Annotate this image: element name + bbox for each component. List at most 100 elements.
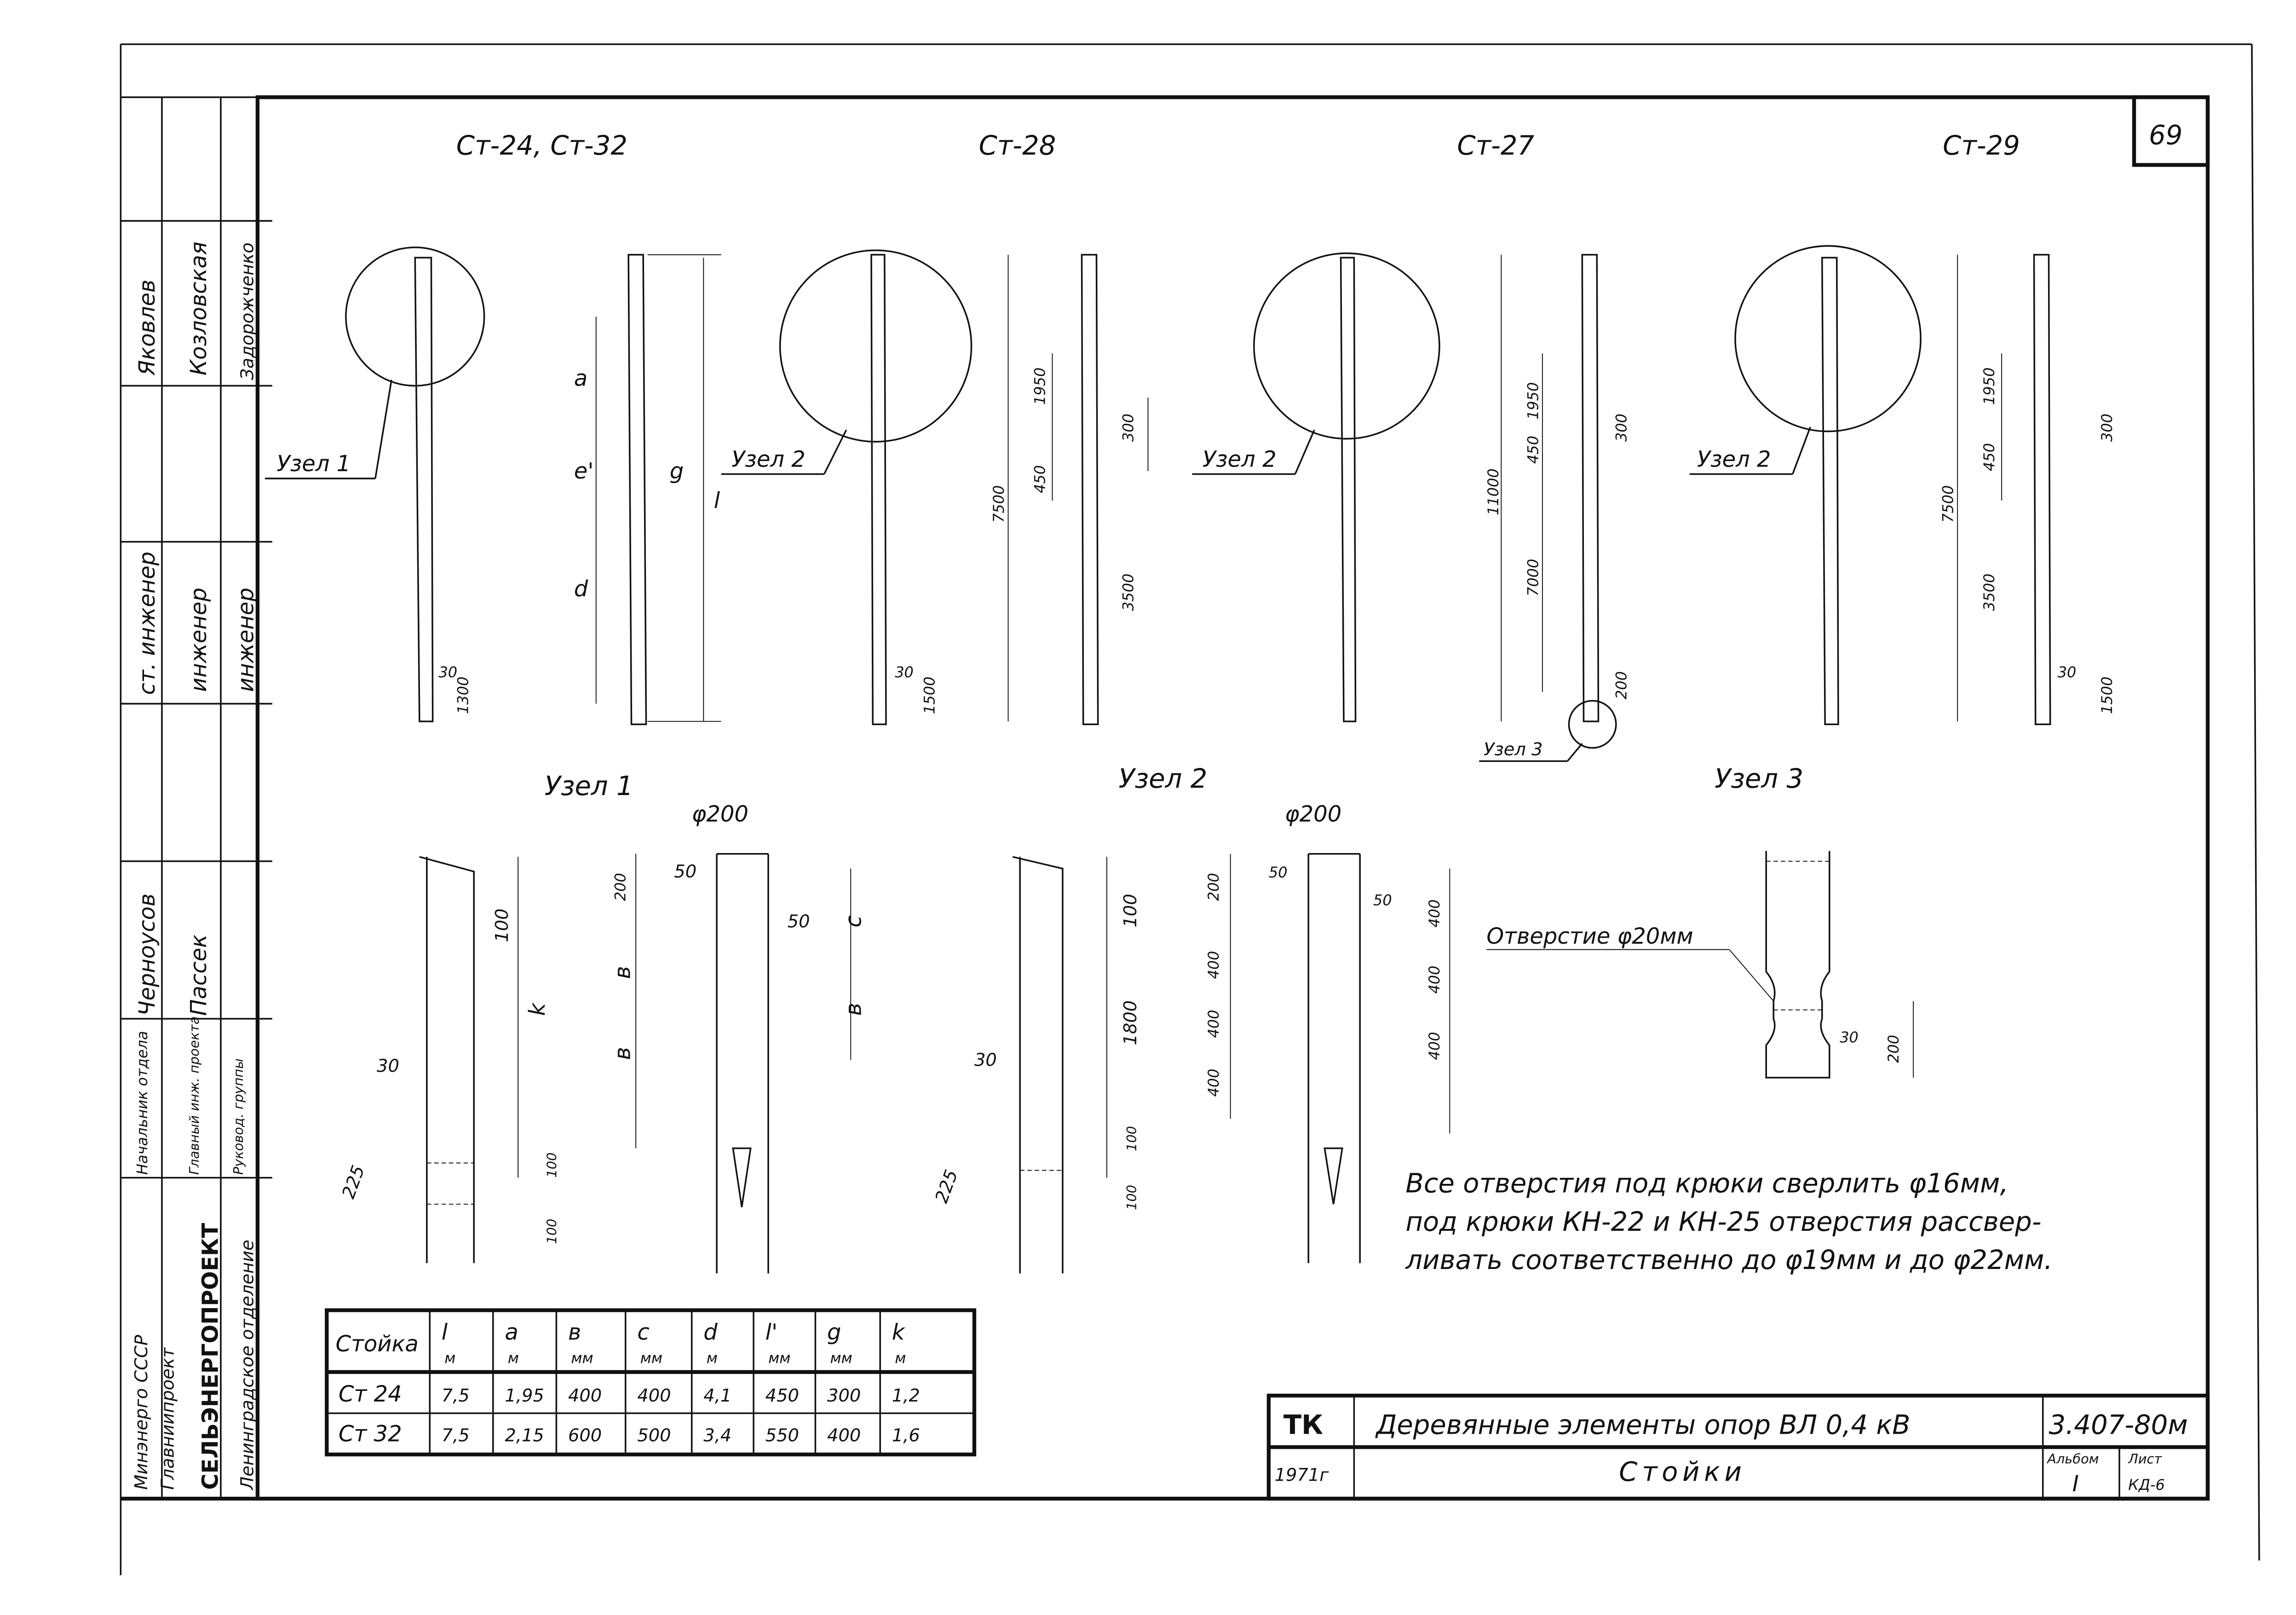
dim-label: 225 bbox=[931, 1167, 962, 1205]
dim-label: 30 bbox=[1840, 1028, 1859, 1046]
diameter-label: φ200 bbox=[692, 801, 748, 827]
detail-title: Узел 2 bbox=[1119, 763, 1208, 794]
dim-label: 1950 bbox=[1031, 368, 1049, 405]
pole-title: Ст-24, Ст-32 bbox=[456, 130, 627, 161]
sheet-number-box: 69 bbox=[2132, 95, 2210, 167]
node-callout: Узел 2 bbox=[1203, 446, 1277, 472]
pole-st27-front: Узел 2 bbox=[1192, 252, 1440, 722]
table-cell: 2,15 bbox=[505, 1425, 544, 1446]
dim-label: 100 bbox=[544, 1219, 559, 1244]
dim-label: k bbox=[524, 1002, 550, 1016]
title-year: 1971г bbox=[1275, 1465, 1329, 1486]
pole-st28-front: Узел 2 30 1500 bbox=[721, 249, 972, 725]
dim-label: 400 bbox=[1426, 966, 1443, 994]
dim-label: 3500 bbox=[1120, 573, 1137, 611]
drawing-title: Деревянные элементы опор ВЛ 0,4 кВ bbox=[1375, 1409, 1910, 1440]
table-cell: 3,4 bbox=[703, 1425, 731, 1446]
dim-label: 50 bbox=[1269, 864, 1288, 881]
table-header: l bbox=[442, 1320, 448, 1345]
pole-st24-front: Узел 1 bbox=[265, 246, 485, 722]
dim-label: 30 bbox=[974, 1050, 997, 1070]
table-cell: 400 bbox=[568, 1385, 602, 1406]
pole-st29-front: Узел 2 bbox=[1689, 245, 1922, 725]
dim-label: 300 bbox=[2098, 414, 2116, 442]
dim-label: 7500 bbox=[990, 485, 1007, 523]
dim-label: 50 bbox=[674, 861, 696, 882]
dim-label: 1500 bbox=[921, 676, 938, 714]
pole-st27-side: Узел 3 11000 1950 450 300 7000 200 bbox=[1479, 254, 1630, 762]
dim-label: 100 bbox=[544, 1153, 559, 1178]
table-header-unit: м bbox=[444, 1350, 455, 1367]
dim-label: 30 bbox=[377, 1056, 399, 1076]
table-header-unit: м bbox=[508, 1350, 519, 1367]
sheet-label: Лист bbox=[2128, 1451, 2162, 1466]
stamp-role: Главный инж. проекта bbox=[186, 1016, 202, 1175]
dim-label: 100 bbox=[1124, 1126, 1139, 1151]
table-header: c bbox=[637, 1320, 649, 1345]
dim-label: 200 bbox=[1885, 1035, 1902, 1063]
dim-label: в bbox=[610, 1047, 635, 1060]
stamp-role: инженер bbox=[186, 588, 212, 692]
dim-label: в bbox=[841, 1003, 867, 1015]
dim-label: 1500 bbox=[2098, 676, 2116, 714]
table-cell: 400 bbox=[637, 1385, 671, 1406]
dim-label: 30 bbox=[2058, 663, 2077, 681]
table-cell: 7,5 bbox=[442, 1425, 470, 1446]
dim-label: 300 bbox=[1120, 414, 1137, 442]
table-cell: 1,2 bbox=[892, 1385, 920, 1406]
detail-node3: Узел 3 Отверстие φ20мм 30 200 bbox=[1486, 763, 1914, 1079]
table-header: Стойка bbox=[335, 1331, 418, 1357]
dim-label: 50 bbox=[788, 911, 810, 932]
dim-label: 50 bbox=[1373, 892, 1392, 909]
stamp-name: Задорожченко bbox=[237, 242, 258, 380]
note-line: под крюки КН-22 и КН-25 отверстия рассве… bbox=[1405, 1206, 2041, 1237]
detail-title: Узел 3 bbox=[1715, 763, 1803, 794]
pole-st29-side: 7500 1950 450 300 3500 30 1500 bbox=[1939, 254, 2116, 725]
node-callout: Узел 1 bbox=[276, 451, 351, 477]
pole-title: Ст-28 bbox=[979, 130, 1056, 161]
table-header: d bbox=[703, 1320, 718, 1345]
table-cell: 550 bbox=[765, 1425, 799, 1446]
dim-label: 400 bbox=[1426, 900, 1443, 928]
stamp-name: Яковлев bbox=[134, 280, 160, 376]
dim-label: 3500 bbox=[1980, 573, 1998, 611]
pole-title: Ст-29 bbox=[1943, 130, 2020, 161]
table-cell: 400 bbox=[827, 1425, 861, 1446]
dim-label: e' bbox=[574, 458, 594, 484]
sheet-value: КД-6 bbox=[2128, 1476, 2165, 1494]
dim-label: 30 bbox=[438, 663, 457, 681]
table-header-unit: м bbox=[707, 1350, 718, 1367]
title-block: ТК 1971г Деревянные элементы опор ВЛ 0,4… bbox=[1266, 1393, 2210, 1501]
table-header: g bbox=[827, 1320, 841, 1345]
dim-label: 400 bbox=[1205, 951, 1222, 979]
dim-label: 450 bbox=[1524, 436, 1542, 464]
album-value: I bbox=[2072, 1471, 2079, 1497]
table-cell: 4,1 bbox=[703, 1385, 731, 1406]
table-header-unit: мм bbox=[640, 1350, 662, 1367]
dim-label: 1800 bbox=[1120, 1000, 1141, 1045]
table-cell: 300 bbox=[827, 1385, 861, 1406]
table-cell: 1,95 bbox=[505, 1385, 544, 1406]
table-cell: 500 bbox=[637, 1425, 671, 1446]
dim-label: 100 bbox=[1120, 894, 1141, 927]
dim-label: 1300 bbox=[454, 676, 472, 714]
dim-label: 450 bbox=[1031, 465, 1049, 493]
table-cell: Ст 24 bbox=[339, 1381, 402, 1407]
table-header: a bbox=[505, 1320, 518, 1345]
dim-label: l bbox=[714, 488, 720, 513]
pole-st24-side: a e' g l d 30 1300 bbox=[438, 254, 721, 725]
sheet-number: 69 bbox=[2149, 120, 2182, 151]
table-header-unit: м bbox=[895, 1350, 906, 1367]
dim-label: 1950 bbox=[1524, 382, 1542, 420]
dim-label: g bbox=[670, 458, 684, 484]
dim-label: d bbox=[574, 576, 588, 602]
stamp-role: инженер bbox=[233, 588, 259, 692]
dim-label: 30 bbox=[895, 663, 914, 681]
dim-label: в bbox=[610, 966, 635, 979]
dim-label: 200 bbox=[1205, 873, 1222, 901]
stamp-role: Начальник отдела bbox=[133, 1031, 151, 1175]
dim-label: 450 bbox=[1980, 443, 1998, 471]
table-header: l' bbox=[765, 1320, 778, 1345]
dim-label: 11000 bbox=[1485, 468, 1502, 515]
